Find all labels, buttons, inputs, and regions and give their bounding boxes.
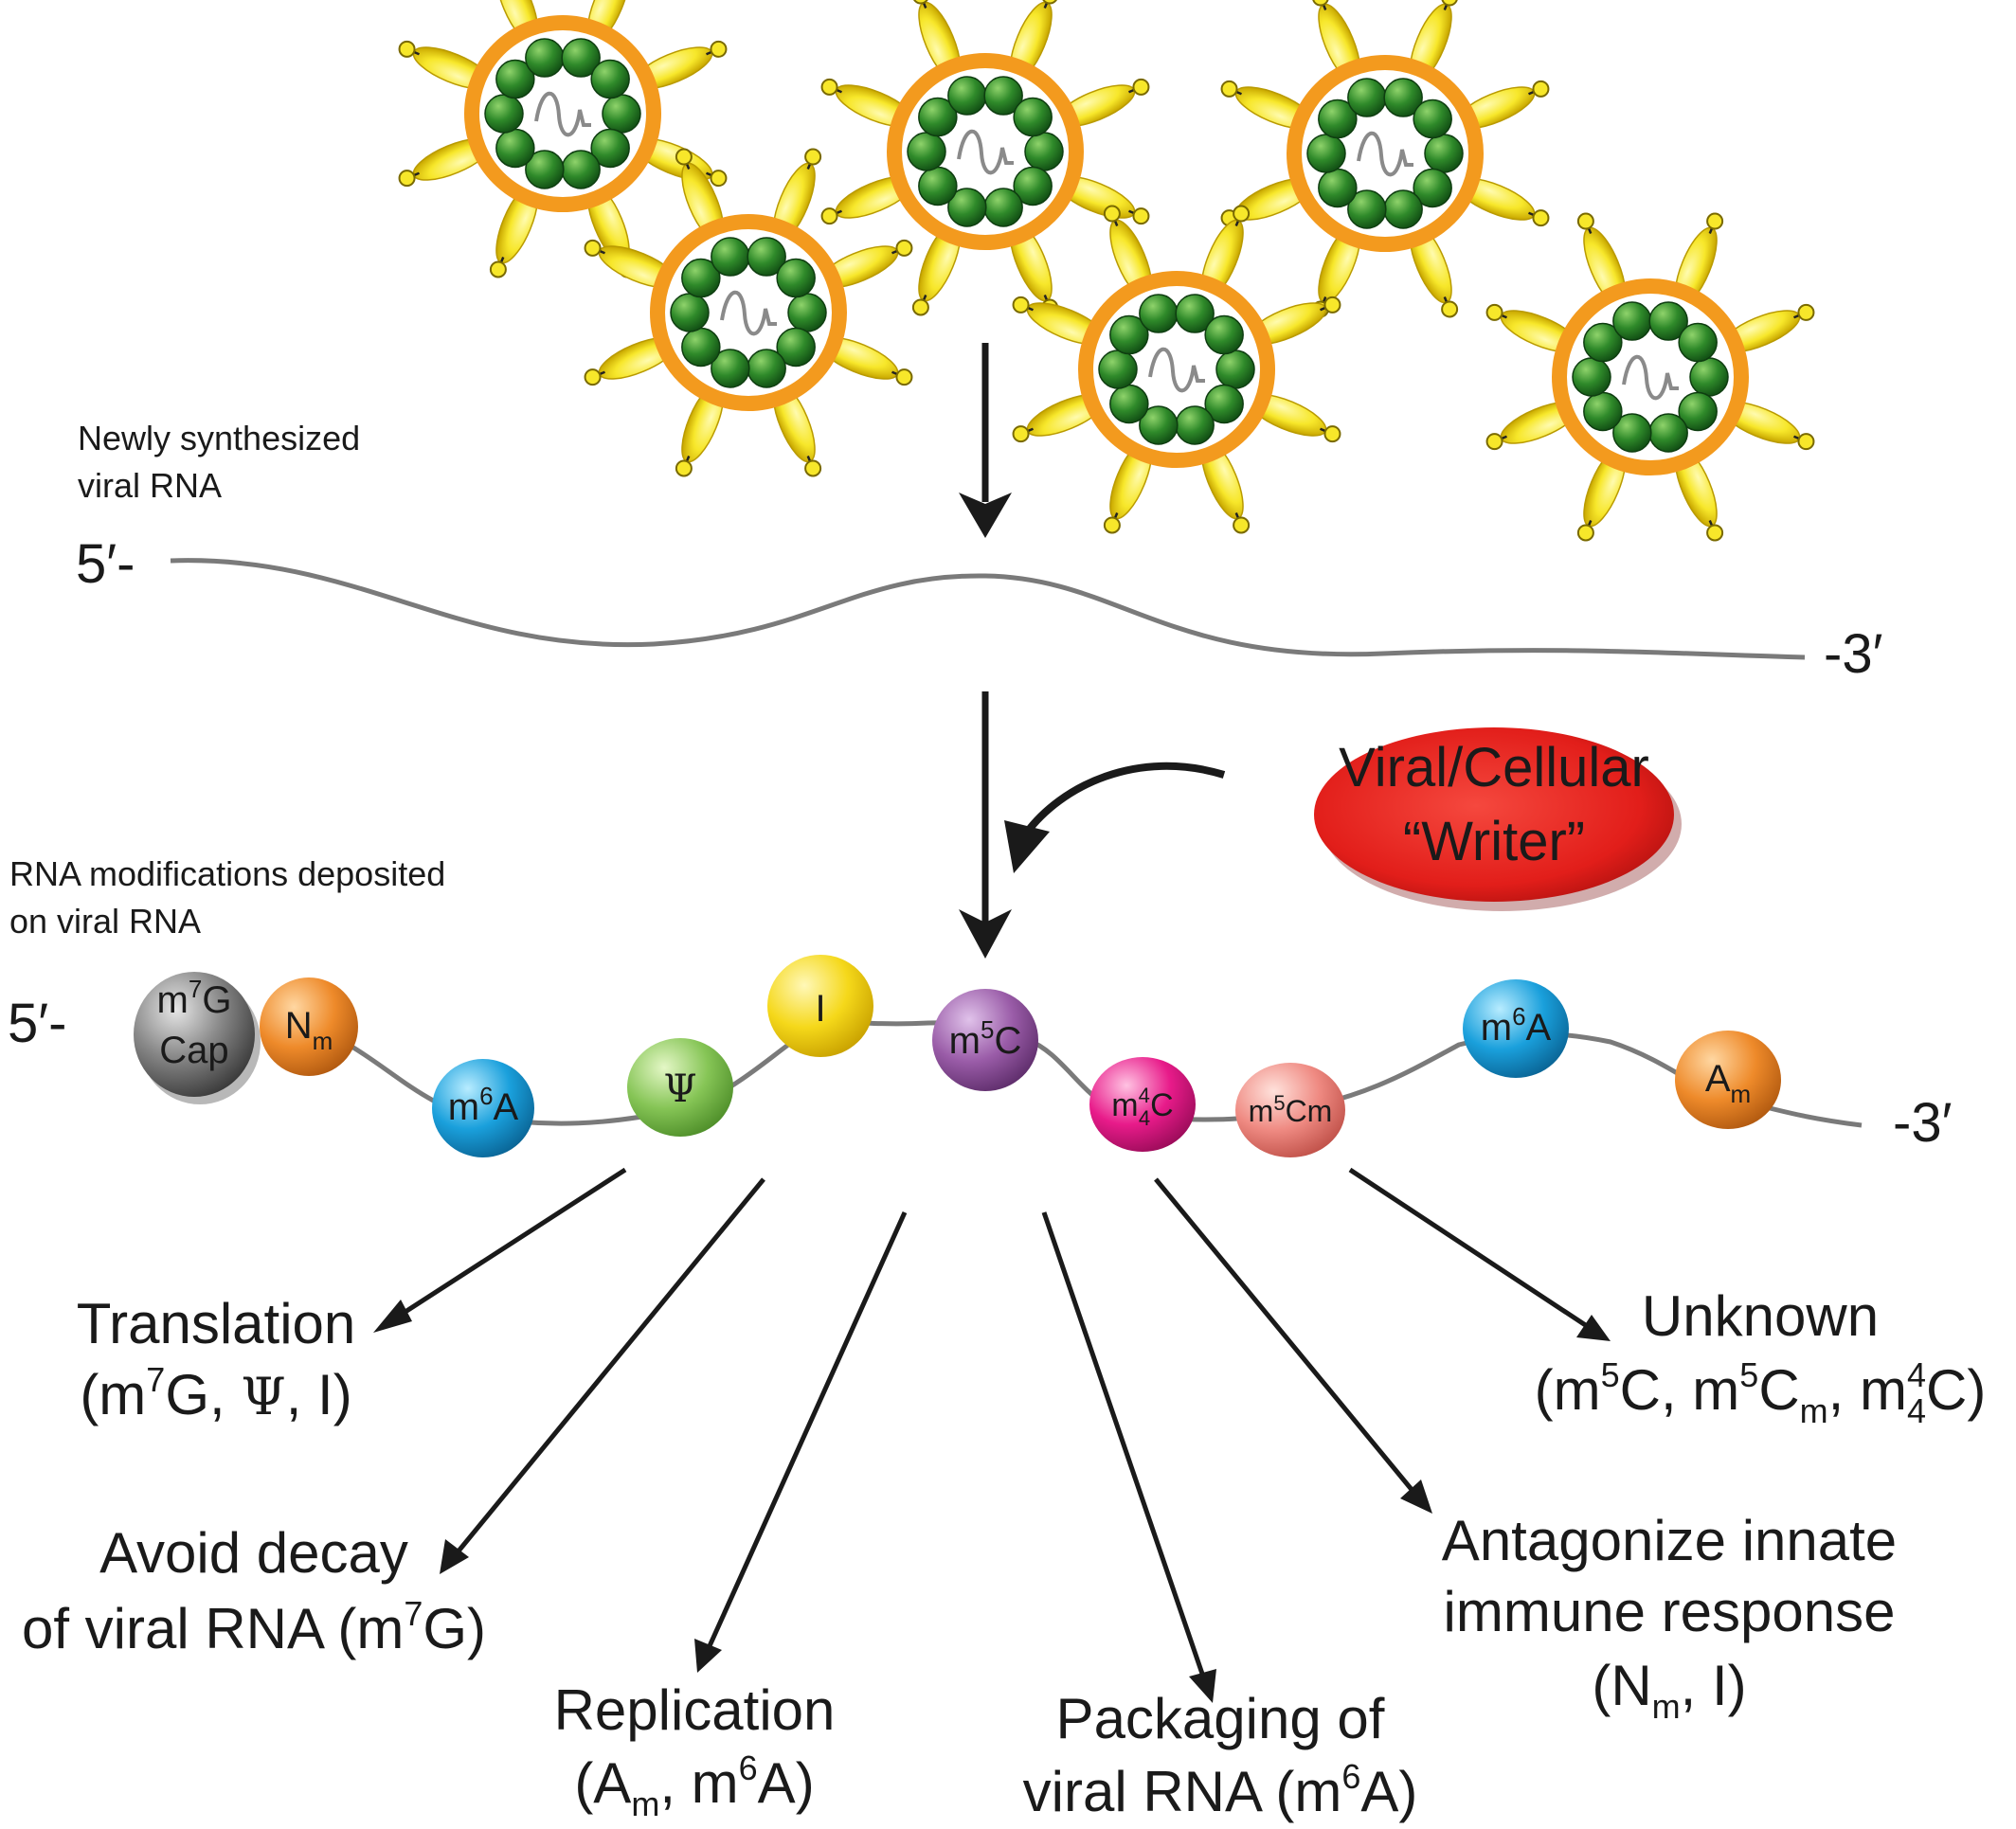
three-prime-label-top: -3′ — [1824, 623, 1882, 685]
outcome-avoid-decay-line2: of viral RNA (m7G) — [22, 1594, 486, 1660]
mod-m6a-1: m6A — [432, 1059, 534, 1157]
arrowhead-replication-icon — [694, 1639, 722, 1673]
outcome-replication-line2: (Am, m6A) — [574, 1748, 814, 1823]
outcome-replication: Replication (Am, m6A) — [554, 1678, 836, 1823]
three-prime-label-bottom: -3′ — [1893, 1092, 1952, 1154]
arrowhead-packaging-icon — [1189, 1669, 1216, 1703]
outcome-translation-line2: (m7G, Ψ, I) — [80, 1360, 351, 1426]
outcome-translation: Translation (m7G, Ψ, I) — [77, 1292, 356, 1426]
newly-synthesized-label-line2: viral RNA — [78, 466, 222, 505]
mod-nm: Nm — [260, 977, 358, 1076]
mod-m5cm: m5Cm — [1235, 1063, 1345, 1157]
outcome-arrows — [396, 1167, 1589, 1677]
outcome-arrowheads — [373, 1300, 1611, 1703]
five-prime-label-bottom: 5′- — [8, 993, 66, 1054]
rna-modifications-label-line2: on viral RNA — [9, 902, 201, 941]
virus-particle-icon — [584, 148, 913, 477]
writer-label-line2: “Writer” — [1403, 811, 1585, 872]
virus-particle-icon — [1485, 212, 1815, 542]
arrow-to-replication-icon — [706, 1210, 908, 1650]
newly-synthesized-label-line1: Newly synthesized — [78, 419, 360, 457]
modified-rna-strand — [312, 1018, 1863, 1128]
arrowhead-avoid-decay-icon — [440, 1539, 469, 1574]
virus-particle-icon — [1220, 0, 1550, 318]
virus-particle-icon — [820, 0, 1150, 316]
mod-psi: Ψ — [627, 1038, 733, 1137]
arrowhead-unknown-icon — [1576, 1315, 1611, 1341]
arrowhead-translation-icon — [373, 1300, 412, 1333]
svg-text:m5Cm: m5Cm — [1249, 1091, 1333, 1128]
outcome-antagonize: Antagonize innate immune response (Nm, I… — [1442, 1509, 1897, 1726]
arrow-to-packaging-icon — [1041, 1211, 1206, 1677]
virus-particle-icon — [398, 0, 728, 278]
mod-m7g-cap-line2: Cap — [159, 1030, 228, 1071]
outcome-antagonize-line1: Antagonize innate — [1442, 1509, 1897, 1572]
outcome-translation-line1: Translation — [77, 1292, 356, 1355]
mod-m7g-cap: m7G Cap — [134, 972, 261, 1104]
arrow-to-translation-icon — [396, 1167, 627, 1319]
mod-am: Am — [1675, 1031, 1781, 1129]
arrow-to-unknown-icon — [1348, 1167, 1589, 1329]
outcome-avoid-decay-line1: Avoid decay — [99, 1521, 408, 1585]
mod-m7g-cap-line1: m7G — [157, 975, 232, 1021]
curved-arrow-icon — [1004, 762, 1226, 873]
arrow-to-antagonize-icon — [1154, 1177, 1415, 1494]
mod-inosine-text: I — [815, 988, 825, 1030]
rna-modifications-label-line1: RNA modifications deposited — [9, 854, 445, 893]
five-prime-label-top: 5′- — [76, 533, 135, 595]
outcome-replication-line1: Replication — [554, 1678, 836, 1742]
arrow-to-avoid-decay-icon — [455, 1177, 765, 1555]
outcome-antagonize-line2: immune response — [1444, 1580, 1896, 1643]
arrow-down-icon — [959, 343, 1012, 538]
writer-ellipse: Viral/Cellular “Writer” — [1314, 727, 1682, 911]
arrowhead-antagonize-icon — [1400, 1479, 1432, 1514]
mod-inosine: I — [767, 955, 873, 1057]
outcome-packaging-line2: viral RNA (m6A) — [1023, 1757, 1418, 1823]
mod-m6a-2: m6A — [1463, 979, 1569, 1078]
outcome-antagonize-line3: (Nm, I) — [1592, 1654, 1746, 1726]
newly-synthesized-rna-strand — [170, 558, 1806, 660]
outcome-avoid-decay: Avoid decay of viral RNA (m7G) — [22, 1521, 486, 1660]
mod-psi-text: Ψ — [663, 1067, 696, 1111]
virus-particle-icon — [1012, 205, 1341, 534]
outcome-packaging-line1: Packaging of — [1056, 1687, 1385, 1750]
arrow-down-icon — [959, 691, 1012, 959]
writer-label-line1: Viral/Cellular — [1339, 737, 1649, 798]
outcome-unknown-line1: Unknown — [1642, 1284, 1879, 1348]
mod-m5c: m5C — [932, 989, 1038, 1091]
virus-particles-group — [398, 0, 1815, 542]
outcome-packaging: Packaging of viral RNA (m6A) — [1023, 1687, 1418, 1823]
